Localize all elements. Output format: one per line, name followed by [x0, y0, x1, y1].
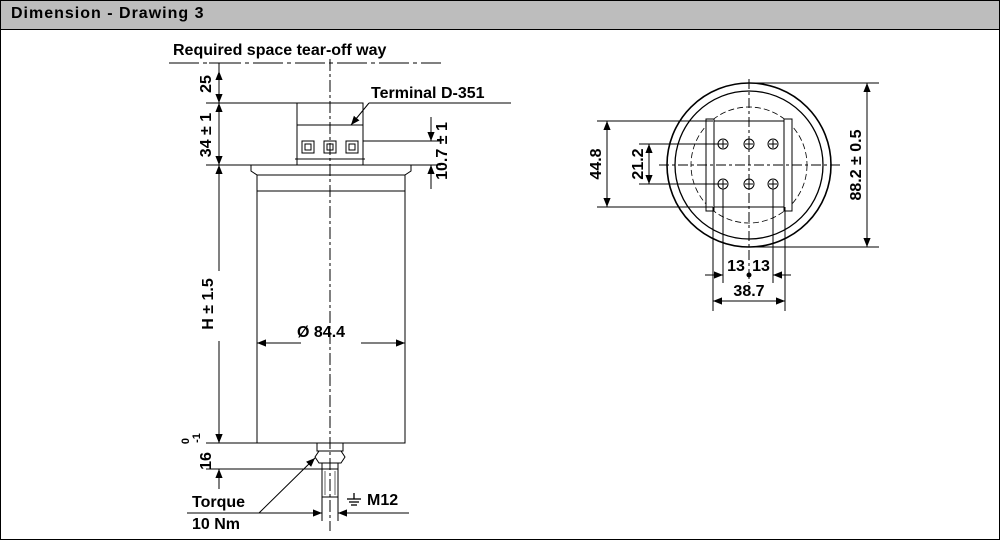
can-rim: [250, 164, 412, 192]
terminal-screw-1-inner: [304, 143, 312, 151]
dim-16-label: 16: [198, 452, 215, 470]
side-view: Required space tear-off way 25 34 ± 1: [169, 42, 511, 533]
top-view: 44.8 21.2 13 13 38.7: [588, 79, 879, 311]
torque-leader: [258, 457, 316, 514]
torque-label: Torque: [192, 494, 245, 511]
thread-label: M12: [367, 492, 398, 509]
dim-13a-label: 13: [727, 258, 745, 275]
dim-38-7-label: 38.7: [733, 283, 764, 300]
dim-88-2-label: 88.2 ± 0.5: [848, 129, 865, 200]
dim-16-tol-bottom: -1: [191, 433, 203, 443]
torque-value: 10 Nm: [192, 516, 240, 533]
dim-16-tol-top: 0: [180, 438, 192, 444]
dim-10-7-label: 10.7 ± 1: [434, 122, 451, 180]
terminal-label: Terminal D-351: [371, 85, 485, 102]
terminal-leader: [350, 102, 370, 126]
terminal-screw-1: [301, 140, 315, 154]
section-title: Dimension - Drawing 3: [11, 5, 205, 22]
stud-nut: [314, 450, 346, 464]
dim-25-label: 25: [198, 75, 215, 93]
ground-icon: [347, 493, 361, 506]
terminal-screw-3: [345, 140, 359, 154]
can-body: [256, 190, 406, 444]
dim-h-label: H ± 1.5: [200, 278, 217, 330]
center-point: [746, 272, 752, 278]
dim-21-2-label: 21.2: [630, 148, 647, 179]
dim-44-8-label: 44.8: [588, 148, 605, 179]
dim-34-label: 34 ± 1: [198, 113, 215, 157]
stud-washer: [321, 462, 339, 470]
dim-diameter-label: Ø 84.4: [297, 324, 345, 341]
terminal-screw-3-inner: [348, 143, 356, 151]
dim-13b-label: 13: [752, 258, 770, 275]
section-header: Dimension - Drawing 3: [1, 1, 999, 30]
required-space-label: Required space tear-off way: [173, 42, 387, 59]
